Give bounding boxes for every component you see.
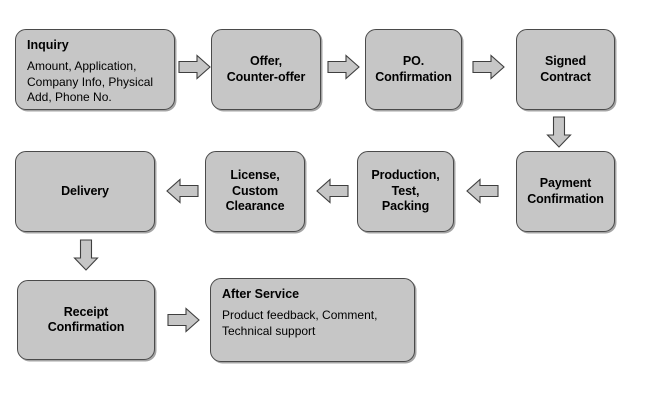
node-receipt-confirmation[interactable]: Receipt Confirmation <box>17 280 155 360</box>
arrow-production-to-license <box>316 178 349 204</box>
node-after-service-title: After Service <box>222 287 300 301</box>
node-payment-confirmation[interactable]: Payment Confirmation <box>516 151 615 232</box>
node-production[interactable]: Production, Test, Packing <box>357 151 454 232</box>
node-production-title: Production, Test, Packing <box>371 168 440 214</box>
node-delivery-title: Delivery <box>61 183 109 198</box>
node-receipt-confirmation-title: Receipt Confirmation <box>47 304 125 335</box>
arrow-inquiry-to-offer <box>178 54 211 80</box>
node-after-service-body: Product feedback, Comment, Technical sup… <box>222 308 378 338</box>
node-license[interactable]: License, Custom Clearance <box>205 151 305 232</box>
arrow-contract-to-payment <box>546 116 572 148</box>
node-inquiry[interactable]: Inquiry Amount, Application, Company Inf… <box>15 29 175 110</box>
node-signed-contract-title: Signed Contract <box>540 54 591 84</box>
node-license-title: License, Custom Clearance <box>225 168 285 214</box>
node-payment-confirmation-title: Payment Confirmation <box>527 176 604 206</box>
arrow-payment-to-production <box>466 178 499 204</box>
node-offer-title: Offer, Counter-offer <box>226 54 306 84</box>
node-po-confirmation-title: PO. Confirmation <box>375 54 452 84</box>
node-po-confirmation[interactable]: PO. Confirmation <box>365 29 462 110</box>
node-signed-contract[interactable]: Signed Contract <box>516 29 615 110</box>
arrow-receipt-to-after-service <box>167 307 200 333</box>
node-inquiry-title: Inquiry <box>27 38 69 52</box>
node-delivery[interactable]: Delivery <box>15 151 155 232</box>
node-inquiry-body: Amount, Application, Company Info, Physi… <box>27 59 154 104</box>
node-after-service[interactable]: After Service Product feedback, Comment,… <box>210 278 415 362</box>
node-offer[interactable]: Offer, Counter-offer <box>211 29 321 110</box>
arrow-po-to-contract <box>472 54 505 80</box>
arrow-delivery-to-receipt <box>73 239 99 271</box>
arrow-offer-to-po <box>327 54 360 80</box>
arrow-license-to-delivery <box>166 178 199 204</box>
